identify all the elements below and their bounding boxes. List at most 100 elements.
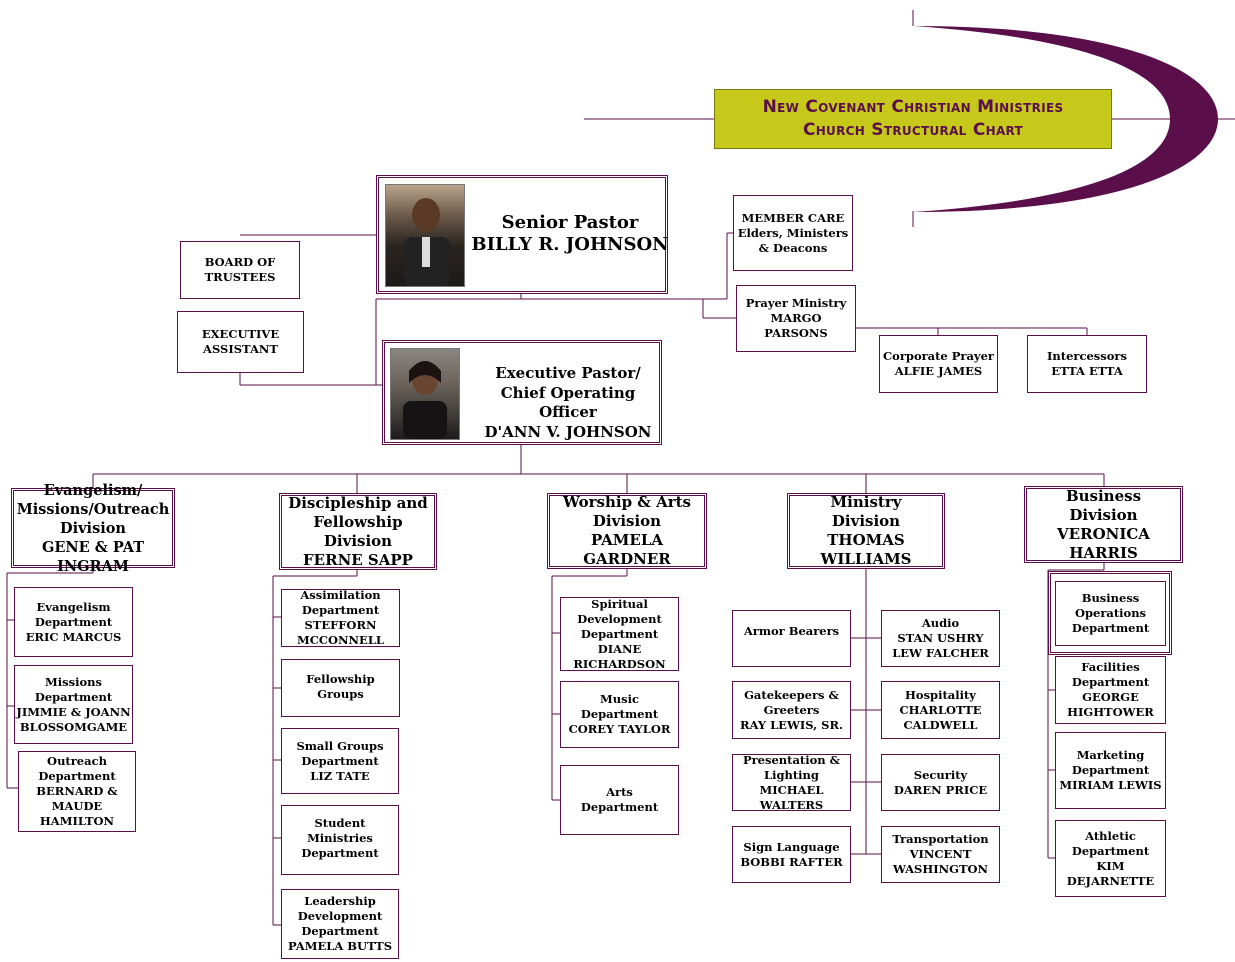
executive-pastor-text: Executive Pastor/ Chief Operating Office…	[470, 364, 666, 442]
ministry-division-box[interactable]: Ministry Division THOMAS WILLIAMS	[787, 493, 945, 569]
dept-line: Student Ministries	[307, 816, 373, 845]
exec-pastor-role1: Executive Pastor/	[495, 364, 641, 382]
marketing-dept-box[interactable]: Marketing Department MIRIAM LEWIS	[1055, 732, 1166, 809]
armor-bearers-box[interactable]: Armor Bearers	[732, 610, 851, 667]
missions-dept-box[interactable]: Missions Department JIMMIE & JOANN BLOSS…	[14, 665, 133, 744]
dept-line: Lighting	[764, 767, 819, 782]
dept-line: WASHINGTON	[892, 862, 989, 876]
dept-line: LEW FALCHER	[892, 646, 989, 660]
sign-language-box[interactable]: Sign Language BOBBI RAFTER	[732, 826, 851, 883]
fellowship-groups-box[interactable]: Fellowship Groups	[281, 659, 400, 717]
executive-pastor-photo	[390, 348, 460, 440]
dept-line: Hospitality	[905, 687, 976, 702]
exec-pastor-name: D'ANN V. JOHNSON	[484, 422, 652, 441]
business-div-line1: Business	[1065, 486, 1142, 505]
discipleship-div-line3: FERNE SAPP	[303, 550, 413, 569]
intercessors-box[interactable]: Intercessors ETTA ETTA	[1027, 335, 1147, 393]
business-div-line3: VERONICA HARRIS	[1057, 524, 1150, 562]
chart-title-line1: New Covenant Christian Ministries	[762, 97, 1064, 117]
dept-line: Assimilation	[300, 588, 381, 602]
dept-line: Fellowship Groups	[306, 672, 375, 701]
evangelism-div-line4: GENE & PAT INGRAM	[41, 538, 145, 575]
evangelism-division-box[interactable]: Evangelism/ Missions/Outreach Division G…	[11, 482, 175, 575]
member-care-line2: Elders, Ministers	[737, 225, 849, 240]
presentation-lighting-box[interactable]: Presentation & Lighting MICHAEL WALTERS	[732, 753, 851, 812]
corporate-prayer-line1: Corporate Prayer	[883, 349, 994, 363]
small-groups-dept-box[interactable]: Small Groups Department LIZ TATE	[281, 728, 399, 794]
senior-pastor-photo	[385, 184, 465, 287]
business-operations-inner: Business Operations Department	[1055, 581, 1166, 646]
student-ministries-dept-box[interactable]: Student Ministries Department	[281, 805, 399, 875]
dept-line: Department	[1071, 621, 1150, 635]
dept-line: Outreach	[47, 754, 107, 768]
dept-line: LIZ TATE	[310, 768, 370, 783]
outreach-dept-box[interactable]: Outreach Department BERNARD & MAUDE HAMI…	[18, 751, 136, 832]
senior-pastor-role: Senior Pastor	[501, 212, 639, 233]
board-line2: TRUSTEES	[204, 270, 276, 284]
chart-title-line2: Church Structural Chart	[802, 120, 1024, 140]
executive-assistant-box[interactable]: EXECUTIVE ASSISTANT	[177, 311, 304, 373]
dept-line: Spiritual	[591, 596, 648, 611]
worship-division-box[interactable]: Worship & Arts Division PAMELA GARDNER	[547, 493, 707, 569]
prayer-line1: Prayer Ministry	[745, 296, 847, 310]
evangelism-div-line3: Division	[60, 519, 126, 537]
dept-line: BOBBI RAFTER	[740, 854, 843, 869]
athletic-dept-box[interactable]: Athletic Department KIM DEJARNETTE	[1055, 820, 1166, 897]
evangelism-div-line1: Evangelism/	[43, 481, 143, 499]
leadership-dept-box[interactable]: Leadership Development Department PAMELA…	[281, 889, 399, 959]
member-care-line3: & Deacons	[758, 240, 828, 255]
worship-div-line2: Division	[592, 512, 662, 530]
hospitality-box[interactable]: Hospitality CHARLOTTE CALDWELL	[881, 681, 1000, 739]
dept-line: MCCONNELL	[296, 633, 384, 647]
dept-line: Arts	[606, 785, 633, 799]
dept-line: Music	[600, 692, 639, 706]
member-care-line1: MEMBER CARE	[741, 210, 845, 225]
dept-line: Development	[297, 909, 383, 923]
worship-div-line3: PAMELA GARDNER	[583, 531, 671, 568]
exec-assistant-line1: EXECUTIVE	[201, 327, 280, 341]
discipleship-division-box[interactable]: Discipleship and Fellowship Division FER…	[279, 493, 437, 570]
dept-line: Marketing	[1076, 748, 1145, 762]
audio-box[interactable]: Audio STAN USHRY LEW FALCHER	[881, 610, 1000, 667]
assimilation-dept-box[interactable]: Assimilation Department STEFFORN MCCONNE…	[281, 588, 400, 647]
member-care-box[interactable]: MEMBER CARE Elders, Ministers & Deacons	[733, 195, 853, 271]
prayer-ministry-box[interactable]: Prayer Ministry MARGO PARSONS	[736, 285, 856, 352]
dept-line: Department	[38, 769, 116, 783]
exec-pastor-role2: Chief Operating Officer	[500, 383, 636, 422]
prayer-line2: MARGO PARSONS	[764, 311, 828, 340]
dept-line: BERNARD & MAUDE	[36, 784, 118, 813]
ministry-div-line1: Ministry	[830, 493, 902, 511]
corporate-prayer-box[interactable]: Corporate Prayer ALFIE JAMES	[879, 335, 998, 393]
gatekeepers-box[interactable]: Gatekeepers & Greeters RAY LEWIS, SR.	[732, 681, 851, 739]
dept-line: MICHAEL WALTERS	[759, 782, 824, 812]
music-dept-box[interactable]: Music Department COREY TAYLOR	[560, 681, 679, 748]
dept-line: VINCENT	[909, 847, 972, 861]
dept-line: Department	[580, 707, 659, 721]
dept-line: Department	[580, 800, 659, 814]
dept-line: Department	[301, 603, 380, 617]
dept-line: PAMELA BUTTS	[288, 939, 392, 953]
ministry-div-line2: Division	[831, 512, 901, 530]
intercessors-line2: ETTA ETTA	[1051, 364, 1123, 378]
board-of-trustees-box[interactable]: BOARD OF TRUSTEES	[180, 241, 300, 299]
security-box[interactable]: Security DAREN PRICE	[881, 754, 1000, 811]
dept-line: Department	[1071, 843, 1150, 858]
dept-line: DAREN PRICE	[893, 782, 988, 797]
dept-line: Greeters	[763, 702, 820, 717]
facilities-dept-box[interactable]: Facilities Department GEORGE HIGHTOWER	[1055, 656, 1166, 724]
corporate-prayer-line2: ALFIE JAMES	[894, 364, 983, 378]
dept-line: Department	[34, 689, 113, 704]
ministry-div-line3: THOMAS WILLIAMS	[820, 531, 912, 568]
transportation-box[interactable]: Transportation VINCENT WASHINGTON	[881, 826, 1000, 883]
evangelism-dept-box[interactable]: Evangelism Department ERIC MARCUS	[14, 587, 133, 657]
arts-dept-box[interactable]: Arts Department	[560, 765, 679, 835]
dept-line: Business	[1081, 591, 1140, 605]
spiritual-development-dept-box[interactable]: Spiritual Development Department DIANE R…	[560, 597, 679, 671]
dept-line: KIM DEJARNETTE	[1066, 858, 1155, 888]
business-division-box[interactable]: Business Division VERONICA HARRIS	[1024, 486, 1183, 563]
dept-line: Department	[301, 753, 379, 768]
chart-title: New Covenant Christian Ministries Church…	[714, 89, 1112, 149]
dept-line: Department	[1071, 675, 1150, 689]
dept-line: Sign Language	[743, 839, 840, 854]
dept-line: Missions	[45, 674, 102, 689]
